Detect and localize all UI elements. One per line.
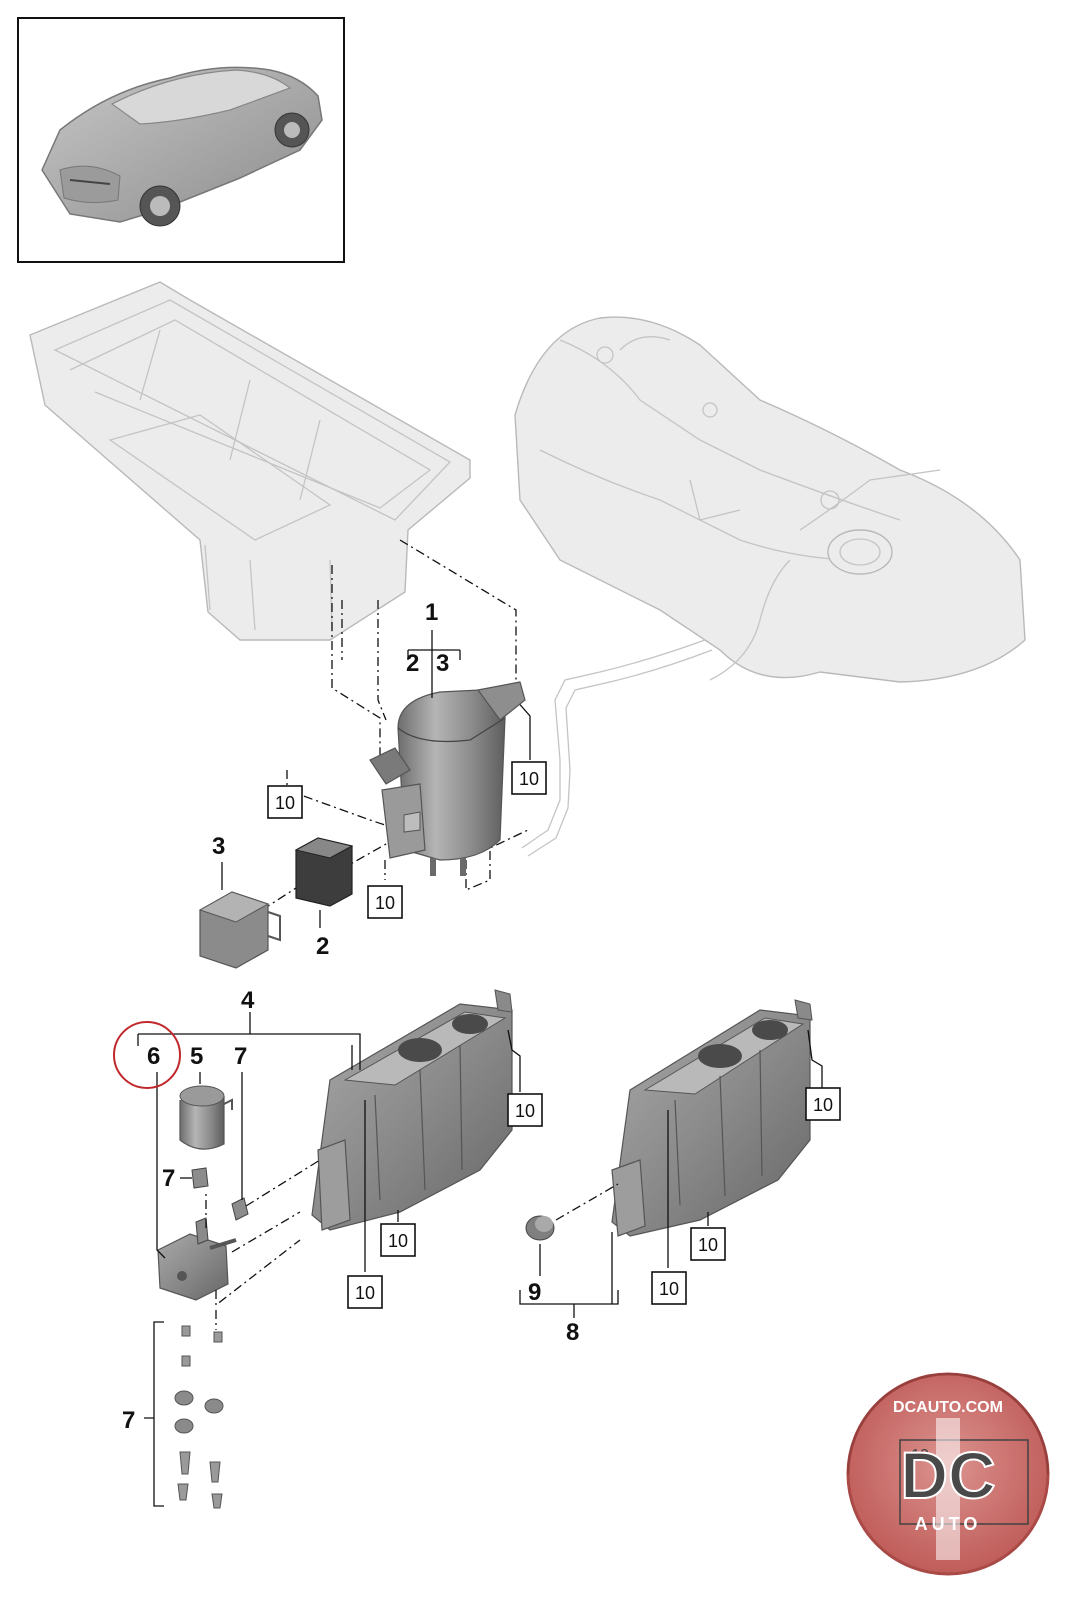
callout-2: 2: [316, 933, 329, 960]
callout-3: 3: [436, 650, 449, 677]
ref-box: 10: [380, 1223, 416, 1257]
watermark-box-label: 10: [911, 1447, 929, 1464]
filter-cylinder: [179, 1085, 233, 1150]
fuel-line-ghost: [521, 639, 713, 857]
callout-6: 6: [147, 1043, 160, 1070]
ref-box: 10: [690, 1227, 726, 1261]
filter-element: [261, 837, 354, 911]
reference-boxes: 10 10 10 10 10 10 10 10: [267, 761, 841, 1309]
ref-box: 10: [267, 785, 303, 819]
svg-text:10: 10: [275, 793, 295, 813]
fuel-tank-ghost: [514, 316, 1026, 683]
svg-text:10: 10: [375, 893, 395, 913]
ref-box: 10: [367, 885, 403, 919]
callout-7: 7: [162, 1165, 175, 1192]
canister-assembly-left: [311, 989, 513, 1231]
hardware-set: [174, 1325, 224, 1509]
callout-4: 4: [241, 987, 255, 1014]
highlight-circle: [113, 1021, 181, 1089]
ref-box: 10: [651, 1271, 687, 1305]
carbon-canister-assembly: [369, 681, 526, 876]
valve-body: [157, 1217, 237, 1301]
svg-text:10: 10: [659, 1279, 679, 1299]
watermark-site: DCAUTO.COM: [893, 1399, 1003, 1416]
luggage-tray-ghost: [29, 281, 471, 641]
callout-7: 7: [234, 1043, 247, 1070]
svg-text:10: 10: [355, 1283, 375, 1303]
svg-text:10: 10: [519, 769, 539, 789]
canister-assembly-right: [611, 999, 813, 1237]
svg-text:10: 10: [813, 1095, 833, 1115]
leader-lines-lower: [137, 630, 823, 1507]
callout-2: 2: [406, 650, 419, 677]
valve-bracket: [198, 891, 281, 969]
callout-3: 3: [212, 833, 225, 860]
callout-1: 1: [425, 599, 438, 626]
callout-5: 5: [190, 1043, 203, 1070]
vehicle-inset: [17, 17, 345, 263]
svg-text:10: 10: [698, 1235, 718, 1255]
svg-text:10: 10: [515, 1101, 535, 1121]
callout-7: 7: [122, 1407, 135, 1434]
watermark-word: AUTO: [915, 1514, 982, 1534]
watermark-letters: DC: [900, 1438, 995, 1512]
ref-box: 10: [805, 1087, 841, 1121]
sealing-plug: [525, 1183, 619, 1241]
callout-labels: 1 2 3 3 2 4 6 5 7 7 7 8 9: [122, 599, 579, 1434]
ref-box: 10: [511, 761, 547, 795]
ref-box: 10: [347, 1275, 383, 1309]
dcauto-watermark: DCAUTO.COM 10 DC AUTO: [846, 1372, 1050, 1576]
ref-box: 10: [507, 1093, 543, 1127]
svg-text:10: 10: [388, 1231, 408, 1251]
callout-9: 9: [528, 1279, 541, 1306]
fittings: [191, 1167, 249, 1221]
callout-8: 8: [566, 1319, 579, 1346]
car-illustration: [41, 66, 323, 227]
